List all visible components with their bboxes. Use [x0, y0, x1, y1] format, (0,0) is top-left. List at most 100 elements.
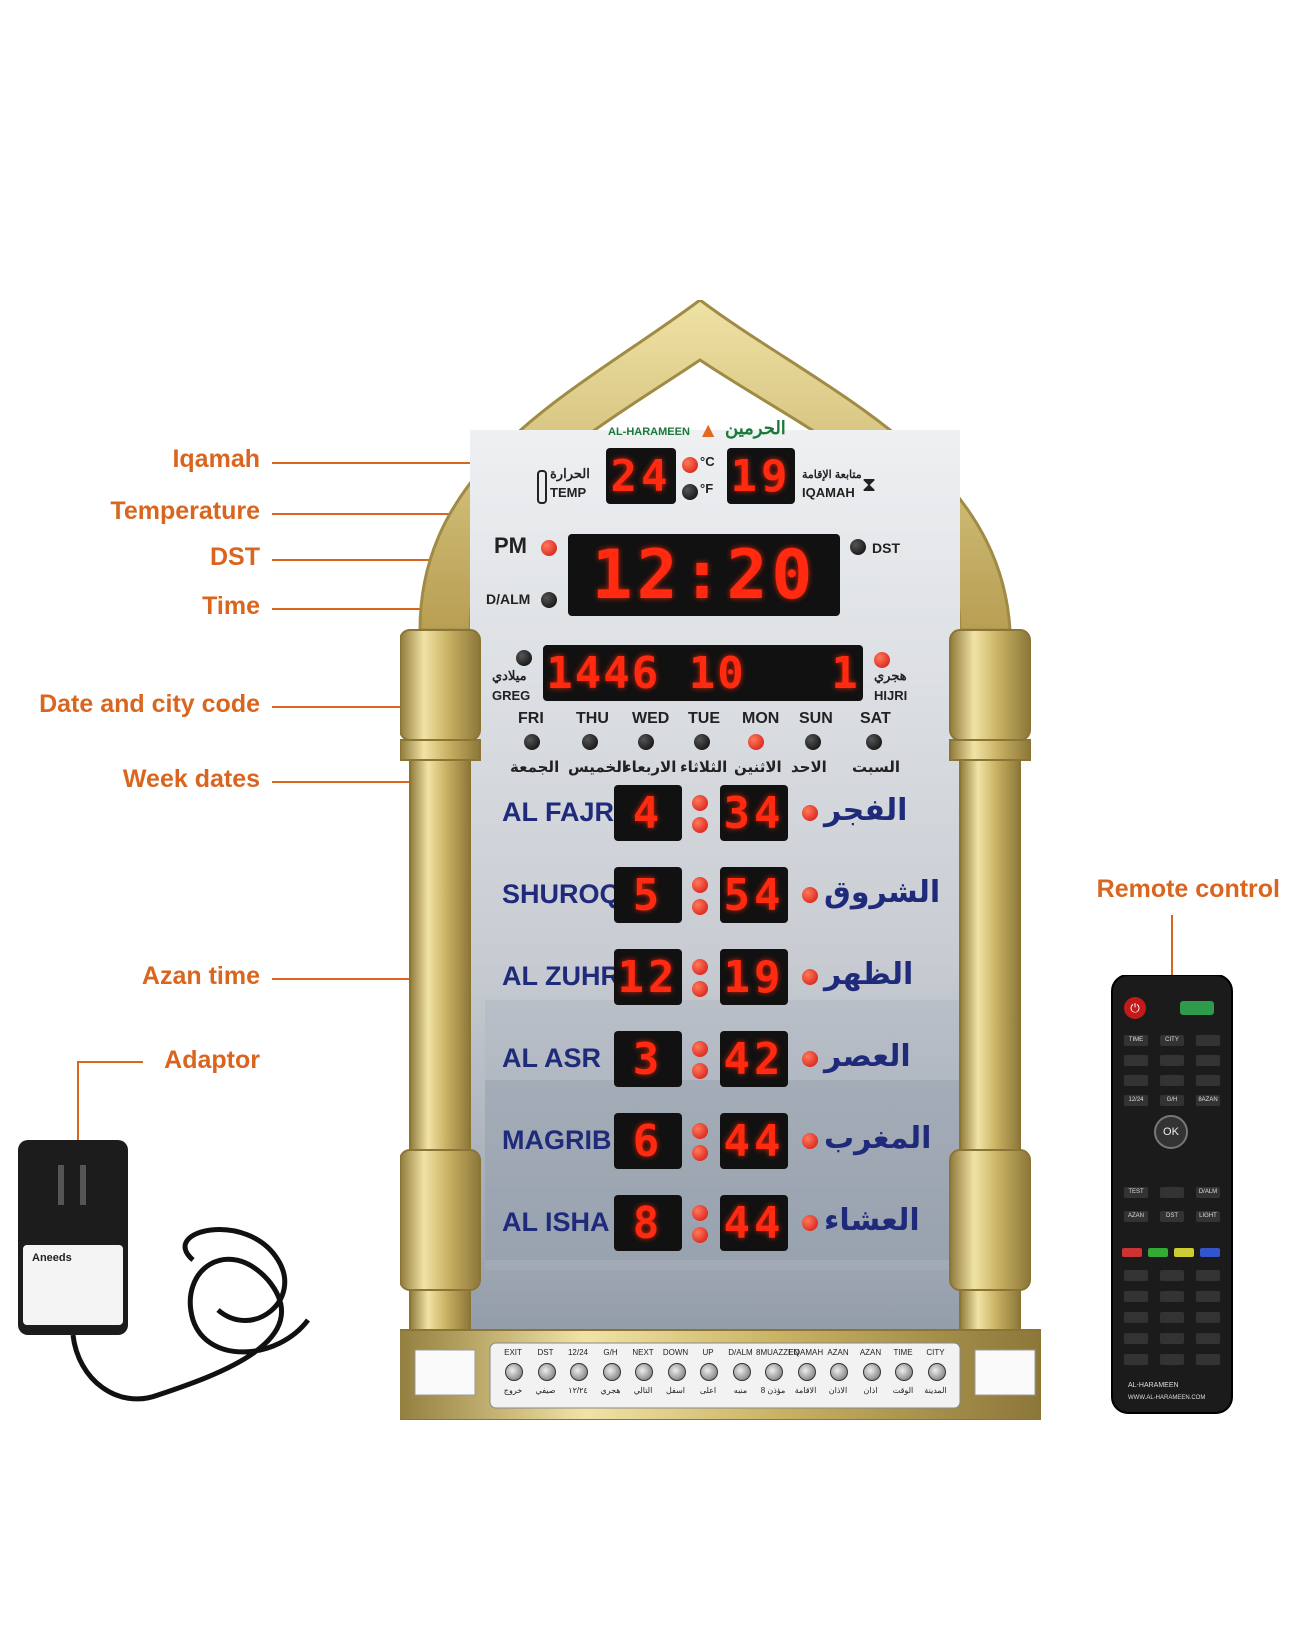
callout-iqamah: Iqamah [172, 445, 260, 473]
hijri-ar: هجري [874, 668, 907, 683]
remote-key[interactable]: D/ALM [1196, 1187, 1220, 1198]
remote-key[interactable] [1196, 1055, 1220, 1066]
day-indicator [805, 734, 821, 750]
button-label-ar: اذان [863, 1386, 878, 1395]
remote-key[interactable] [1196, 1075, 1220, 1086]
remote-number-key[interactable] [1160, 1333, 1184, 1344]
remote-number-key[interactable] [1160, 1270, 1184, 1281]
clock-button[interactable] [635, 1363, 653, 1381]
remote-key[interactable] [1196, 1035, 1220, 1046]
clock-button[interactable] [927, 1363, 946, 1381]
clock-button[interactable] [602, 1363, 621, 1381]
button-label-en: G/H [603, 1348, 618, 1357]
clock-button[interactable] [862, 1363, 881, 1381]
greg-label: GREG [492, 688, 531, 703]
prayer-colon-bottom [692, 1145, 708, 1161]
remote-key[interactable]: TIME [1124, 1035, 1148, 1046]
prayer-name-en: AL ISHA [502, 1207, 610, 1237]
remote-key[interactable] [1160, 1075, 1184, 1086]
remote-number-key[interactable] [1160, 1312, 1184, 1323]
power-button[interactable]: ⏻ [1124, 997, 1146, 1019]
hijri-label: HIJRI [874, 688, 908, 703]
remote-key[interactable]: AZAN [1124, 1211, 1148, 1222]
prayer-colon-top [692, 1123, 708, 1139]
leader-remote [1171, 915, 1173, 1000]
day-indicator [582, 734, 598, 750]
leader-adaptor-drop [77, 1061, 79, 1143]
button-label-ar: المدينة [924, 1386, 947, 1395]
remote-number-key[interactable] [1196, 1354, 1220, 1365]
prayer-colon-top [692, 959, 708, 975]
remote-key[interactable]: TEST [1124, 1187, 1148, 1198]
button-label-en: NEXT [632, 1348, 654, 1357]
remote-key[interactable]: 8AZAN [1196, 1095, 1220, 1106]
clock-button[interactable] [570, 1363, 588, 1381]
clock-button[interactable] [797, 1363, 816, 1381]
color-key-green[interactable] [1148, 1248, 1168, 1257]
remote-number-key[interactable] [1124, 1333, 1148, 1344]
button-label-ar: اعلى [699, 1386, 717, 1395]
day-label-ar: السبت [852, 758, 901, 776]
clock-button[interactable] [765, 1363, 783, 1381]
button-label-en: UP [702, 1348, 714, 1357]
remote-number-key[interactable] [1196, 1291, 1220, 1302]
prayer-hour-display: 4 [614, 785, 682, 841]
button-label-en: EQAMAH [788, 1348, 824, 1357]
color-key-blue[interactable] [1200, 1248, 1220, 1257]
remote-key[interactable]: DST [1160, 1211, 1184, 1222]
remote-number-key[interactable] [1160, 1354, 1184, 1365]
prayer-name-en: AL ZUHR [502, 961, 620, 991]
day-indicator [748, 734, 764, 750]
dalm-indicator [541, 592, 557, 608]
button-label-en: AZAN [827, 1348, 849, 1357]
light-button[interactable] [1180, 1001, 1214, 1015]
color-key-yellow[interactable] [1174, 1248, 1194, 1257]
callout-temperature: Temperature [110, 497, 260, 525]
prayer-colon-bottom [692, 1227, 708, 1243]
clock-button[interactable] [732, 1363, 751, 1381]
clock-button[interactable] [667, 1363, 686, 1381]
remote-number-key[interactable] [1160, 1291, 1184, 1302]
remote-key[interactable]: CITY [1160, 1035, 1184, 1046]
clock-button[interactable] [505, 1363, 523, 1381]
prayer-name-en: AL ASR [502, 1043, 602, 1073]
remote-key[interactable]: G/H [1160, 1095, 1184, 1106]
prayer-indicator [802, 1051, 818, 1067]
callout-date-city: Date and city code [39, 690, 260, 718]
remote-key[interactable] [1160, 1187, 1184, 1198]
remote-number-key[interactable] [1196, 1270, 1220, 1281]
prayer-indicator [802, 969, 818, 985]
remote-number-key[interactable] [1124, 1270, 1148, 1281]
clock-button[interactable] [830, 1363, 848, 1381]
button-label-en: AZAN [859, 1348, 882, 1357]
remote-key[interactable] [1160, 1055, 1184, 1066]
leader-adaptor [77, 1061, 143, 1063]
button-label-ar: الاذان [828, 1386, 848, 1395]
clock-button[interactable] [537, 1363, 556, 1381]
prayer-colon-bottom [692, 899, 708, 915]
date-display: 1446 10 1 [543, 645, 863, 701]
remote-key[interactable] [1124, 1055, 1148, 1066]
remote-number-key[interactable] [1196, 1333, 1220, 1344]
clock-frame [400, 300, 1041, 1420]
prayer-name-en: SHUROQ [502, 879, 621, 909]
remote-number-key[interactable] [1124, 1354, 1148, 1365]
ok-button[interactable]: OK [1154, 1115, 1188, 1149]
remote-key[interactable] [1124, 1075, 1148, 1086]
day-indicator [694, 734, 710, 750]
remote-number-key[interactable] [1124, 1291, 1148, 1302]
azan-clock: AL-HARAMEEN الحرمين ▲ الحرارة TEMP 24 °C… [400, 300, 1050, 1420]
remote-key[interactable]: 12/24 [1124, 1095, 1148, 1106]
remote-number-key[interactable] [1196, 1312, 1220, 1323]
prayer-hour-display: 6 [614, 1113, 682, 1169]
remote-number-key[interactable] [1124, 1312, 1148, 1323]
iqamah-ar: متابعة الإقامة [802, 469, 862, 481]
clock-button[interactable] [700, 1363, 718, 1381]
button-label-en: CITY [926, 1348, 945, 1357]
prayer-name-en: AL FAJR [502, 797, 615, 827]
brand-ar: الحرمين [725, 418, 786, 438]
color-key-red[interactable] [1122, 1248, 1142, 1257]
clock-button[interactable] [895, 1363, 913, 1381]
callout-remote: Remote control [1096, 875, 1280, 903]
remote-key[interactable]: LIGHT [1196, 1211, 1220, 1222]
